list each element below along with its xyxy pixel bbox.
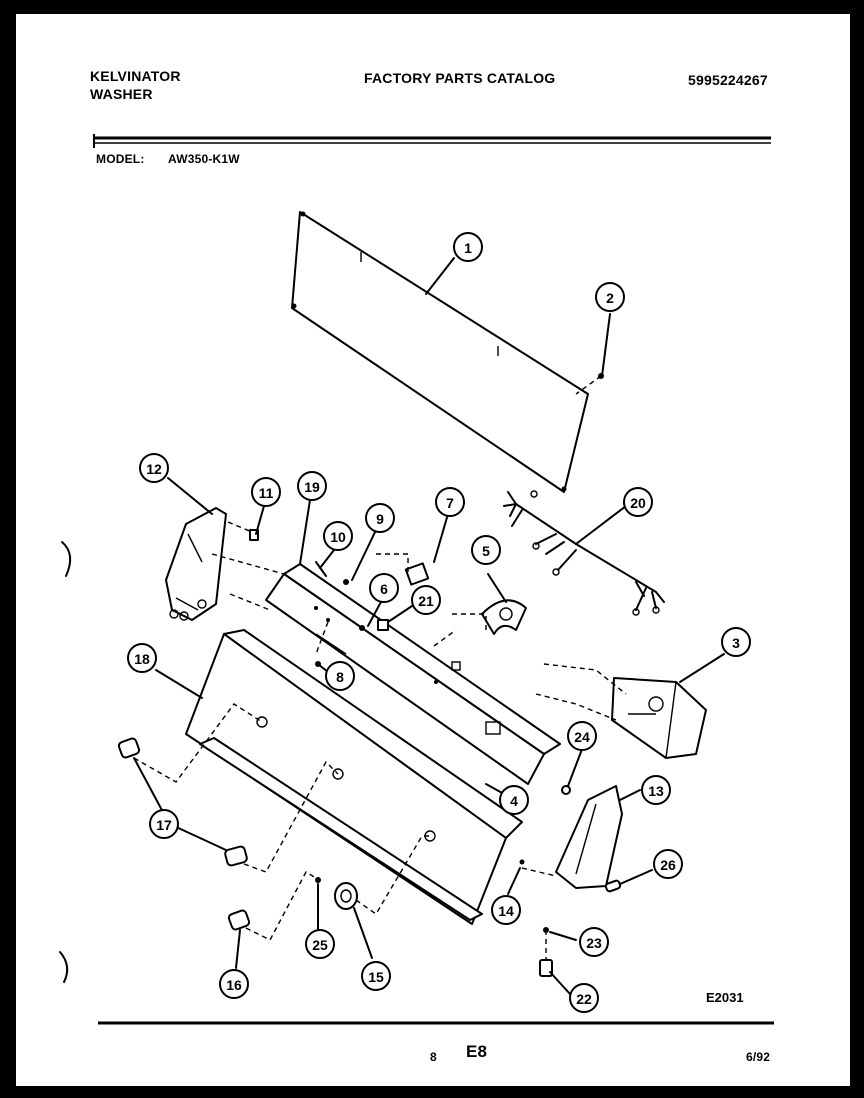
callout-number: 4	[510, 793, 518, 809]
exploded-parts-diagram: 1234567891011121314151617181920212223242…	[59, 134, 774, 1025]
callout-26: 26	[653, 849, 683, 879]
callout-20: 20	[623, 487, 653, 517]
callout-2: 2	[595, 282, 625, 312]
callout-number: 25	[312, 937, 328, 953]
callout-number: 3	[732, 635, 740, 651]
part-pin	[315, 561, 327, 577]
callout-number: 19	[304, 479, 320, 495]
callout-23: 23	[579, 927, 609, 957]
callout-number: 7	[446, 495, 454, 511]
callout-number: 1	[464, 240, 472, 256]
part-knob	[227, 871, 317, 941]
part-spring	[315, 877, 321, 883]
part-control-console	[265, 563, 561, 785]
part-knob	[117, 703, 263, 783]
callout-number: 22	[576, 991, 592, 1007]
callout-22: 22	[569, 983, 599, 1013]
callout-24: 24	[567, 721, 597, 751]
callout-number: 15	[368, 969, 384, 985]
part-knob	[224, 760, 339, 873]
callout-4: 4	[499, 785, 529, 815]
callout-19: 19	[297, 471, 327, 501]
callout-number: 21	[418, 593, 434, 609]
brand-name: KELVINATOR	[90, 68, 181, 84]
part-grommet	[561, 785, 571, 795]
model-label: MODEL:	[96, 152, 145, 166]
callout-3: 3	[721, 627, 751, 657]
callout-13: 13	[641, 775, 671, 805]
callout-15: 15	[361, 961, 391, 991]
punch-mark	[59, 951, 69, 983]
callout-leaders	[133, 257, 725, 995]
callout-number: 14	[498, 903, 514, 919]
callout-21: 21	[411, 585, 441, 615]
part-screw	[359, 625, 365, 631]
callout-number: 20	[630, 495, 646, 511]
part-front-panel	[185, 621, 523, 925]
callout-9: 9	[365, 503, 395, 533]
callout-number: 9	[376, 511, 384, 527]
catalog-title: FACTORY PARTS CATALOG	[364, 70, 556, 86]
callout-number: 24	[574, 729, 590, 745]
callout-17: 17	[149, 809, 179, 839]
part-left-bracket	[165, 507, 227, 621]
part-clip	[227, 521, 259, 541]
callout-number: 18	[134, 651, 150, 667]
callout-number: 2	[606, 290, 614, 306]
part-connector	[377, 619, 389, 631]
part-water-valve	[433, 599, 527, 647]
callout-5: 5	[471, 535, 501, 565]
callout-number: 26	[660, 857, 676, 873]
callout-16: 16	[219, 969, 249, 999]
callout-number: 12	[146, 461, 162, 477]
callout-25: 25	[305, 929, 335, 959]
callout-number: 6	[380, 581, 388, 597]
callout-number: 23	[586, 935, 602, 951]
callout-number: 11	[259, 485, 274, 501]
callout-12: 12	[139, 453, 169, 483]
callout-number: 13	[648, 783, 664, 799]
callout-14: 14	[491, 895, 521, 925]
diagram-code: E2031	[706, 990, 744, 1005]
part-timer	[535, 663, 707, 759]
part-right-bracket	[555, 785, 623, 889]
callout-number: 16	[226, 977, 242, 993]
catalog-sheet: KELVINATOR WASHER FACTORY PARTS CATALOG …	[16, 14, 850, 1086]
model-value: AW350-K1W	[168, 152, 240, 166]
part-back-panel	[291, 211, 589, 493]
callout-number: 10	[330, 529, 346, 545]
revision-date: 6/92	[746, 1050, 771, 1064]
callout-6: 6	[369, 573, 399, 603]
callout-11: 11	[251, 477, 281, 507]
product-name: WASHER	[90, 86, 153, 102]
page-number: 8	[430, 1050, 437, 1064]
mount-line	[521, 867, 557, 877]
callout-8: 8	[325, 661, 355, 691]
catalog-number: 5995224267	[688, 72, 768, 88]
callout-number: 8	[336, 669, 344, 685]
section-code: E8	[466, 1042, 488, 1061]
punch-mark	[61, 541, 72, 577]
part-screw	[343, 579, 349, 585]
callout-18: 18	[127, 643, 157, 673]
callout-number: 17	[156, 817, 172, 833]
part-knob-skirt	[334, 835, 430, 916]
callout-7: 7	[435, 487, 465, 517]
callout-number: 5	[482, 543, 490, 559]
callout-10: 10	[323, 521, 353, 551]
callout-1: 1	[453, 232, 483, 262]
